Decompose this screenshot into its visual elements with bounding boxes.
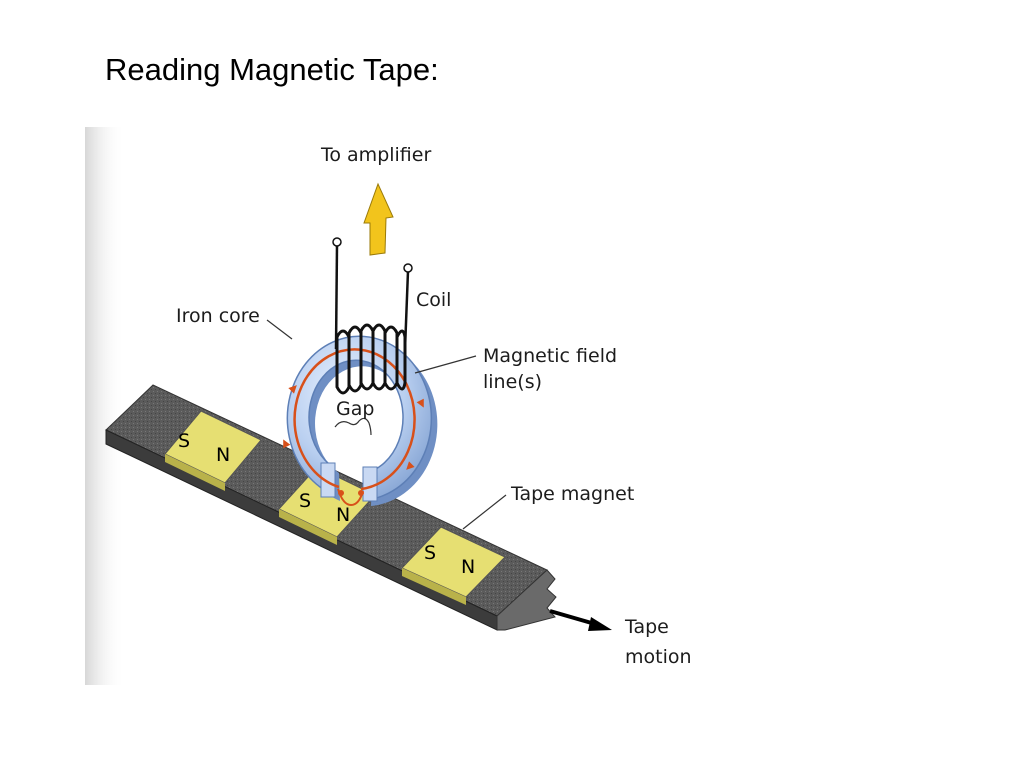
tape-torn-end [496, 569, 557, 631]
tape-motion-label-line-2: motion [625, 646, 692, 668]
magnet-2-south-label: S [299, 490, 311, 512]
field-arrow-1 [288, 385, 297, 394]
amplifier-arrow [363, 182, 394, 256]
iron-core-leader [266, 319, 293, 340]
coil [332, 237, 413, 395]
gap-face-left [320, 462, 336, 498]
coil-wire-left [334, 244, 339, 350]
magnetic-field-lines [283, 348, 424, 507]
coil-terminal-right [403, 263, 413, 273]
magnet-3-north-label: N [461, 556, 475, 578]
iron-core-face [286, 335, 433, 501]
gap-field-dot-1 [338, 490, 344, 496]
coil-terminal-left [332, 237, 342, 247]
field-line-loop [293, 348, 416, 491]
field-arrow-4 [283, 439, 291, 449]
diagram-canvas: S N S N S N [85, 127, 692, 685]
coil-label: Coil [416, 289, 451, 311]
tape-magnet-3 [401, 526, 506, 598]
field-line-leader [414, 355, 477, 374]
magnetic-field-label-line-1: Magnetic field [483, 345, 617, 367]
tape-magnet-label: Tape magnet [510, 483, 634, 505]
tape-magnet-leader [462, 494, 507, 530]
tape-magnet-3-edge [402, 568, 466, 605]
iron-core-label: Iron core [176, 305, 260, 327]
field-arrow-3 [406, 461, 415, 470]
gap-field-dot-2 [358, 490, 364, 496]
magnet-3-south-label: S [424, 542, 436, 564]
magnet-1-south-label: S [178, 430, 190, 452]
tape-motion-arrow [549, 609, 612, 631]
field-arrow-2 [416, 398, 424, 408]
magnetic-tape: S N S N S N [105, 384, 557, 631]
gap-fringe-field [337, 488, 364, 507]
magnet-2-north-label: N [336, 504, 350, 526]
to-amplifier-label: To amplifier [320, 144, 431, 166]
tape-magnet-2-edge [279, 509, 337, 545]
tape-magnet-1-edge [165, 454, 225, 491]
coil-windings [335, 323, 407, 395]
magnetic-field-label-line-2: line(s) [483, 371, 542, 393]
scan-edge-shadow [85, 127, 125, 685]
slide-title: Reading Magnetic Tape: [105, 52, 439, 87]
magnetic-tape-diagram: S N S N S N [85, 127, 705, 685]
gap-leader [334, 417, 372, 436]
magnet-1-north-label: N [216, 444, 230, 466]
tape-motion-label-line-1: Tape [624, 616, 669, 638]
gap-label: Gap [336, 398, 374, 420]
leader-lines [266, 319, 507, 530]
